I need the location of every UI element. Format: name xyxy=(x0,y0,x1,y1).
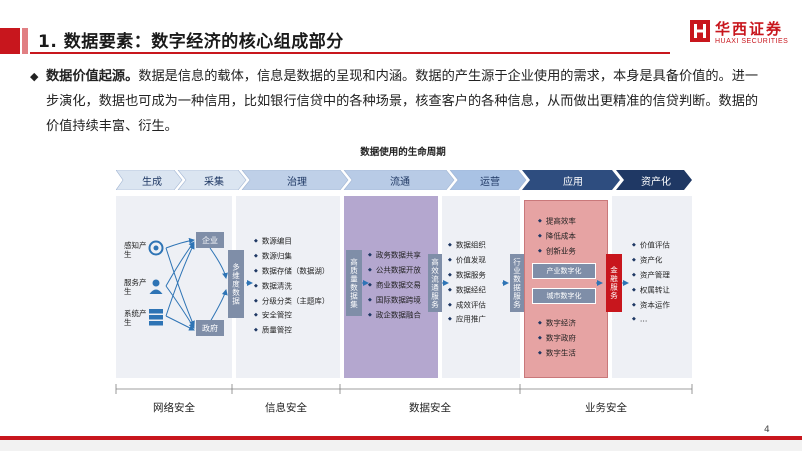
operate-item: 应用推广 xyxy=(448,312,486,327)
security-bracket xyxy=(115,384,693,394)
circulate-list: 政务数据共享 公共数据开放 商业数据交易 国际数据跨境 政企数据融合 xyxy=(368,248,421,322)
paragraph-lead: 数据价值起源。 xyxy=(46,69,139,84)
stage-apply: 应用 xyxy=(563,176,583,188)
govern-item: 分级分类（主题库） xyxy=(254,294,330,309)
collect-enterprise-box: 企业 xyxy=(196,232,224,248)
apply-domain-item: 数字生活 xyxy=(538,346,576,361)
apply-bottom-list: 数字经济 数字政府 数字生活 xyxy=(538,316,576,361)
stage-collect: 采集 xyxy=(204,176,224,188)
govern-item: 数据清洗 xyxy=(254,279,329,294)
apply-domain-item: 数字经济 xyxy=(538,316,576,331)
stage-govern: 治理 xyxy=(287,176,307,188)
govern-item: 数源编目 xyxy=(254,234,329,249)
asset-item: 资产化 xyxy=(632,253,670,268)
diagram-title: 数据使用的生命周期 xyxy=(360,147,446,158)
operate-list: 数据组织 价值发现 数据服务 数据经纪 成效评估 应用推广 xyxy=(448,238,486,327)
stage-assetize: 资产化 xyxy=(641,176,671,188)
footer-grey-band xyxy=(0,440,802,451)
logo-text-en: HUAXI SECURITIES xyxy=(715,38,789,45)
govern-item: 安全管控 xyxy=(254,308,329,323)
apply-box: 行业数据服务 xyxy=(510,254,524,312)
apply-benefit-item: 降低成本 xyxy=(538,229,576,244)
security-business-label: 业务安全 xyxy=(585,402,627,414)
circulate-item: 政务数据共享 xyxy=(368,248,421,263)
stage-operate: 运营 xyxy=(480,176,500,188)
panel-generate-collect xyxy=(116,196,232,378)
apply-benefit-item: 提高效率 xyxy=(538,214,576,229)
stage-generate: 生成 xyxy=(142,176,162,188)
source-system-label: 系统产生 xyxy=(124,309,147,327)
govern-item: 质量管控 xyxy=(254,323,329,338)
circulate-item: 公共数据开放 xyxy=(368,263,421,278)
page-number: 4 xyxy=(764,425,770,435)
circulate-item: 政企数据融合 xyxy=(368,308,421,323)
header-accent-bar-light xyxy=(22,28,28,54)
asset-item: 资产管理 xyxy=(632,268,670,283)
camera-sensor-icon xyxy=(148,240,164,256)
operate-item: 数据组织 xyxy=(448,238,486,253)
intro-paragraph: ◆ 数据价值起源。数据是信息的载体，信息是数据的呈现和内涵。数据的产生源于企业使… xyxy=(30,64,766,139)
page-title: 1. 数据要素：数字经济的核心组成部分 xyxy=(38,32,344,52)
stage-chevrons xyxy=(116,170,692,190)
asset-item: 权属转让 xyxy=(632,283,670,298)
source-sensor-label: 感知产生 xyxy=(124,241,147,259)
apply-benefit-item: 创新业务 xyxy=(538,244,576,259)
paragraph-body: 数据是信息的载体，信息是数据的呈现和内涵。数据的产生源于企业使用的需求，本身是具… xyxy=(46,69,759,134)
security-network-label: 网络安全 xyxy=(153,402,195,414)
source-service-label: 服务产生 xyxy=(124,278,147,296)
operate-item: 价值发现 xyxy=(448,253,486,268)
server-system-icon xyxy=(149,309,163,326)
footer-red-bar xyxy=(0,436,802,440)
circulate-item: 国际数据跨境 xyxy=(368,293,421,308)
logo-text-cn: 华西证券 xyxy=(715,20,784,38)
lifecycle-diagram: 数据使用的生命周期 生成 采集 治理 流通 运营 应用 资产化 感知产生 服务产… xyxy=(112,138,694,414)
govern-item: 数据存储（数据湖） xyxy=(254,264,330,279)
header-underline xyxy=(30,52,670,54)
huaxi-logo-icon xyxy=(690,20,710,42)
asset-list: 价值评估 资产化 资产管理 权属转让 资本运作 … xyxy=(632,238,670,327)
operate-item: 成效评估 xyxy=(448,298,486,313)
apply-domain-item: 数字政府 xyxy=(538,331,576,346)
operate-item: 数据服务 xyxy=(448,268,486,283)
circulate-item: 商业数据交易 xyxy=(368,278,421,293)
operate-box: 高效流通服务 xyxy=(428,254,442,312)
header-accent-bar xyxy=(0,28,20,54)
apply-industry-box: 产业数字化 xyxy=(532,263,596,279)
asset-item: 资本运作 xyxy=(632,298,670,313)
asset-item: 价值评估 xyxy=(632,238,670,253)
asset-finance-box: 金融服务 xyxy=(606,254,622,312)
circulate-box: 高质量数据集 xyxy=(346,250,362,316)
stage-circulate: 流通 xyxy=(390,176,410,188)
govern-box: 多维度数据 xyxy=(228,250,244,318)
govern-list: 数源编目 数源归集 数据存储（数据湖） 数据清洗 分级分类（主题库） 安全管控 … xyxy=(254,234,330,338)
user-service-icon xyxy=(149,279,163,294)
security-info-label: 信息安全 xyxy=(265,402,307,414)
govern-item: 数源归集 xyxy=(254,249,329,264)
apply-top-list: 提高效率 降低成本 创新业务 xyxy=(538,214,576,259)
apply-city-box: 城市数字化 xyxy=(532,288,596,304)
asset-item: … xyxy=(632,312,670,327)
diamond-bullet-icon: ◆ xyxy=(30,70,39,83)
collect-government-box: 政府 xyxy=(196,320,224,336)
security-data-label: 数据安全 xyxy=(409,402,451,414)
operate-item: 数据经纪 xyxy=(448,283,486,298)
flow-connectors xyxy=(165,237,629,331)
